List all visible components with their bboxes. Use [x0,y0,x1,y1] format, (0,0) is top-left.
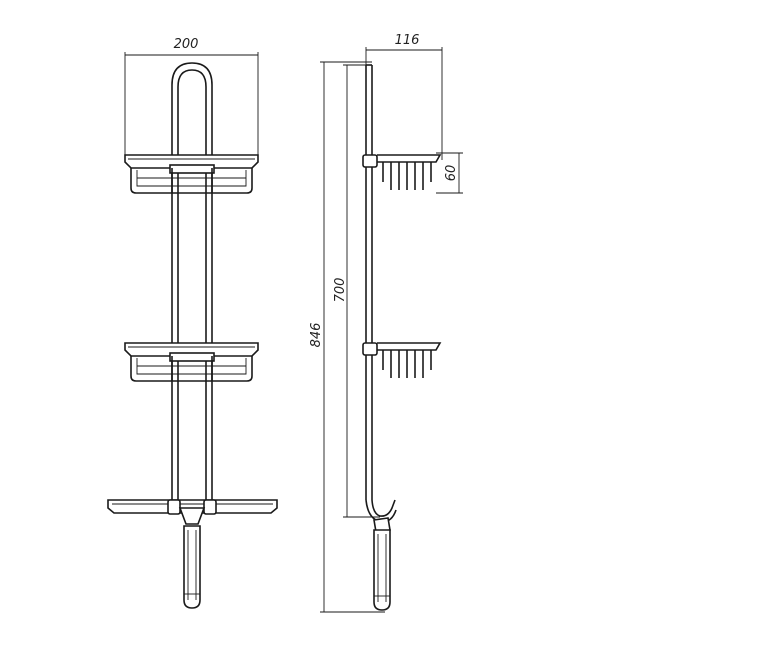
total-height-dimension-label: 846 [309,323,324,348]
rail-height-dimension: 700 [333,64,380,518]
front-upper-basket [124,154,259,194]
side-lower-basket [362,342,442,378]
front-lower-basket [124,342,259,382]
top-handle-loop [171,62,213,160]
front-squeegee [107,499,278,525]
side-handle [373,529,391,611]
side-hook [365,499,397,533]
basket-height-dimension-label: 60 [444,165,459,182]
basket-height-dimension: 60 [436,152,463,194]
side-rail [365,64,373,500]
front-vertical-bars [171,160,213,500]
front-handle [183,525,201,609]
front-view: 200 [107,37,278,609]
depth-dimension-label: 116 [395,33,420,48]
total-height-dimension: 846 [309,61,385,613]
side-upper-basket [362,154,442,190]
side-view: 116 60 700 846 [309,33,463,613]
width-dimension-label: 200 [174,37,199,52]
rail-height-dimension-label: 700 [333,278,348,303]
width-dimension: 200 [124,37,259,160]
depth-dimension: 116 [365,33,443,160]
